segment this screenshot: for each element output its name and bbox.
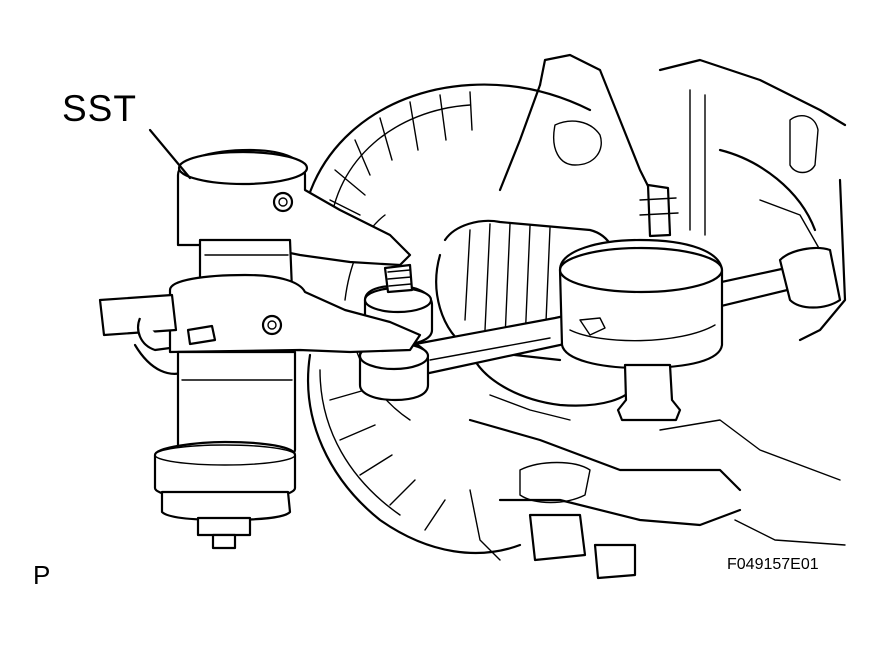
- sst-tool: [98, 148, 422, 550]
- stabilizer-link: [558, 183, 842, 422]
- sst-label: SST: [62, 88, 137, 129]
- brake-rotor: [298, 83, 592, 554]
- figure-id-label: F049157E01: [727, 556, 819, 573]
- lower-arm: [468, 418, 846, 580]
- sst-leader-line: [148, 128, 192, 180]
- steering-knuckle: [498, 53, 847, 342]
- view-marker-label: P: [33, 560, 51, 590]
